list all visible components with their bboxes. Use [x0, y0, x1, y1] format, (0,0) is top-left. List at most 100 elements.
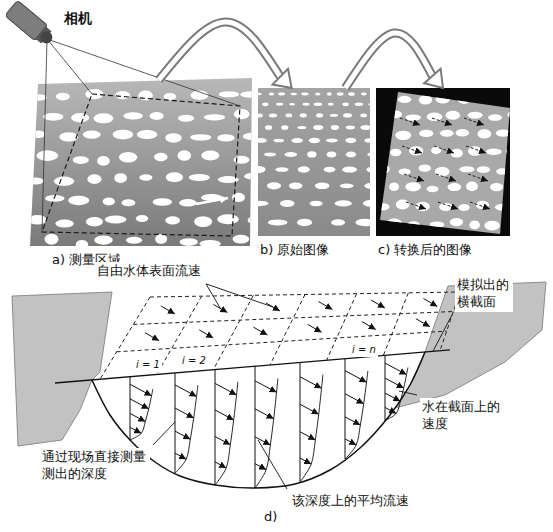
tracer-blob	[331, 125, 339, 130]
tracer-blob	[73, 156, 89, 164]
tracer-blob	[27, 178, 44, 185]
velocity-profile	[255, 378, 278, 488]
index-label: i = 1	[134, 357, 162, 372]
velocity-vector	[436, 174, 456, 181]
tracer-blob	[457, 95, 470, 104]
callout-label: 通过现场直接测量测出的深度	[40, 448, 150, 484]
tracer-blob	[126, 237, 142, 244]
tracer-blob	[258, 114, 263, 118]
tracer-blob	[466, 181, 478, 191]
tracer-blob	[506, 147, 522, 156]
tracer-blob	[327, 92, 332, 95]
tracer-blob	[335, 200, 352, 206]
depth-line	[215, 370, 216, 485]
tracer-blob	[281, 125, 288, 130]
velocity-arrow	[175, 385, 197, 397]
tracer-blob	[419, 95, 433, 104]
tracer-blob	[244, 173, 258, 179]
tracer-blob	[405, 182, 421, 191]
tracer-blob	[278, 93, 285, 96]
tracer-blob	[234, 109, 250, 119]
velocity-arrow	[130, 413, 145, 421]
tracer-blob	[496, 129, 511, 136]
tracer-blob	[508, 111, 520, 119]
tracer-blob	[276, 103, 283, 106]
velocity-arrow	[345, 417, 360, 425]
velocity-vector	[400, 118, 420, 125]
camera-label: 相机	[62, 8, 94, 28]
tracer-blob	[507, 222, 521, 228]
tracer-blob	[267, 182, 281, 189]
flow-arrow	[196, 198, 228, 204]
velocity-arrow	[215, 437, 230, 445]
velocity-vector	[432, 118, 452, 125]
velocity-vector	[402, 146, 422, 153]
tracer-blob	[97, 156, 110, 166]
velocity-vector	[464, 118, 484, 125]
tracer-blob	[123, 112, 142, 119]
tracer-blob	[337, 92, 344, 95]
tracer-blob	[189, 174, 210, 181]
arrow-head	[272, 69, 291, 88]
velocity-arrow	[161, 306, 175, 314]
velocity-arrow	[215, 383, 237, 395]
tracer-blob	[435, 167, 450, 176]
tracer-blob	[265, 125, 272, 130]
velocity-arrow	[308, 324, 322, 332]
velocity-arrow	[255, 437, 270, 445]
arrow-head	[424, 69, 443, 88]
callout-label: 模拟出的横截面	[455, 276, 513, 312]
surface-grid	[383, 293, 408, 356]
tracer-blob	[476, 201, 489, 209]
tracer-blob	[456, 129, 470, 136]
tracer-blob	[298, 166, 310, 172]
tracer-blob	[71, 113, 89, 122]
tracer-blob	[440, 130, 454, 137]
depth-line	[385, 355, 386, 420]
tracer-blob	[360, 114, 367, 118]
index-label: i = 2	[180, 353, 208, 368]
tracer-blob	[291, 93, 297, 96]
tracer-blob	[427, 112, 443, 121]
tracer-blob	[113, 130, 134, 140]
tracer-blob	[269, 114, 277, 118]
velocity-vector	[434, 146, 454, 153]
tracer-blob	[258, 166, 266, 173]
tracer-blob	[219, 91, 239, 97]
tracer-blob	[301, 93, 308, 96]
tracer-blob	[315, 183, 330, 190]
tracer-blob	[364, 138, 370, 142]
tracer-blob	[307, 151, 316, 157]
tracer-blob	[233, 156, 249, 164]
tracer-blob	[355, 219, 370, 227]
tracer-blob	[477, 166, 490, 173]
velocity-arrow	[300, 404, 319, 414]
depth-line	[345, 359, 346, 459]
tracer-blob	[495, 204, 510, 211]
tracer-blob	[328, 103, 334, 106]
tracer-blob	[346, 126, 355, 130]
velocity-arrow	[385, 393, 400, 401]
tracer-blob	[303, 103, 310, 106]
tracer-blob	[450, 149, 463, 158]
tracer-blob	[217, 134, 234, 141]
tracer-blob	[439, 203, 453, 211]
tracer-blob	[427, 186, 439, 192]
tracer-blob	[468, 146, 482, 155]
velocity-arrow	[423, 299, 437, 307]
velocity-profile	[300, 375, 323, 482]
tracer-blob	[94, 235, 113, 244]
tracer-blob	[346, 152, 356, 158]
tracer-blob	[406, 114, 421, 120]
tracer-blob	[364, 183, 370, 189]
tracer-blob	[119, 152, 137, 163]
tracer-blob	[233, 235, 250, 244]
tracer-blob	[166, 172, 183, 182]
tracer-blob	[378, 203, 390, 210]
tracer-blob	[396, 199, 410, 209]
tracer-blob	[342, 102, 348, 106]
image-background	[376, 88, 510, 236]
image-panel: a) 测量区域	[30, 80, 252, 246]
